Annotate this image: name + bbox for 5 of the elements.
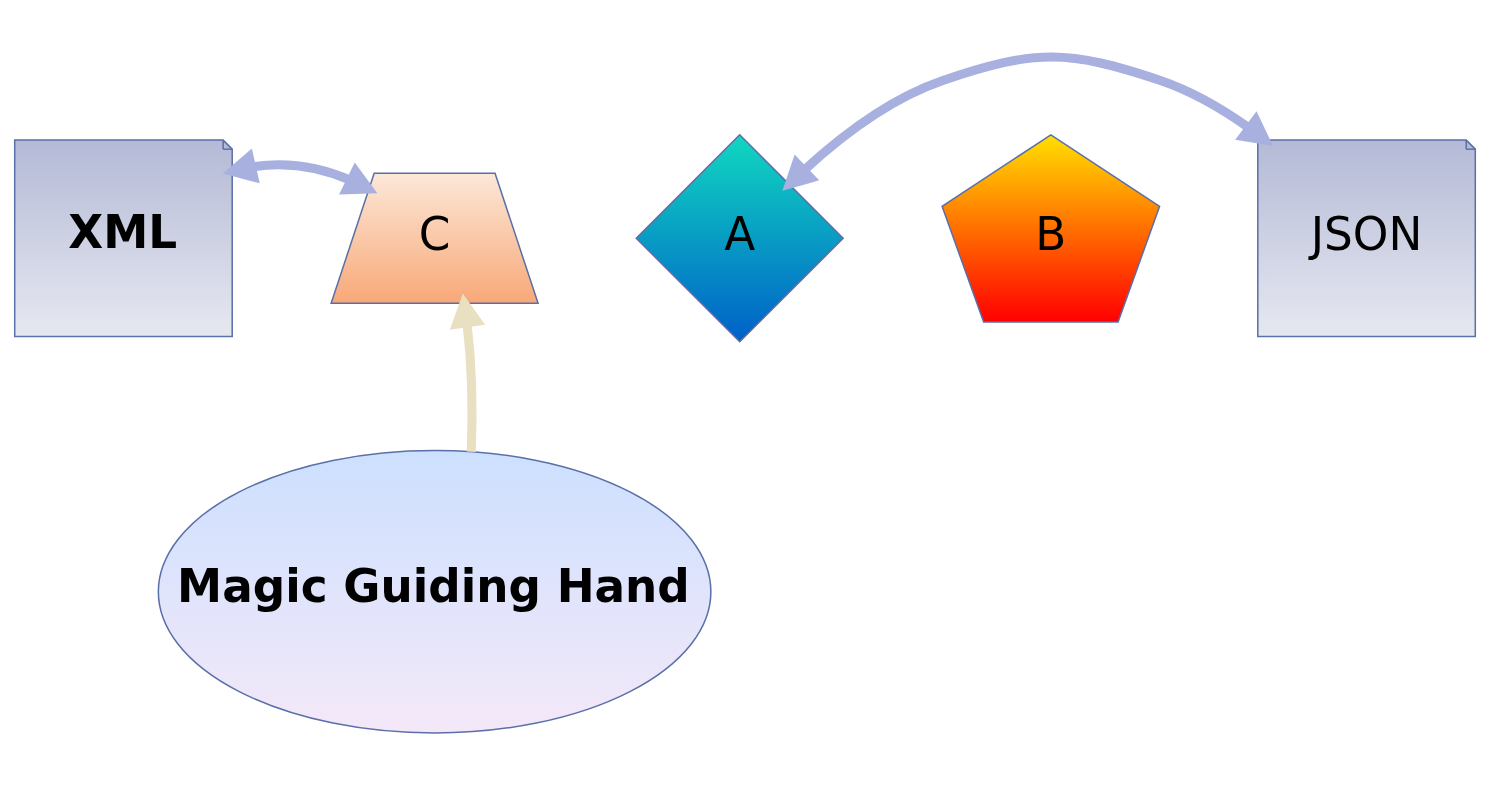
node-diamond: A [635, 133, 845, 343]
arrow [449, 293, 486, 452]
node-ellipse: Magic Guiding Hand [157, 449, 712, 734]
arrow [222, 148, 378, 195]
arrow [782, 52, 1274, 191]
